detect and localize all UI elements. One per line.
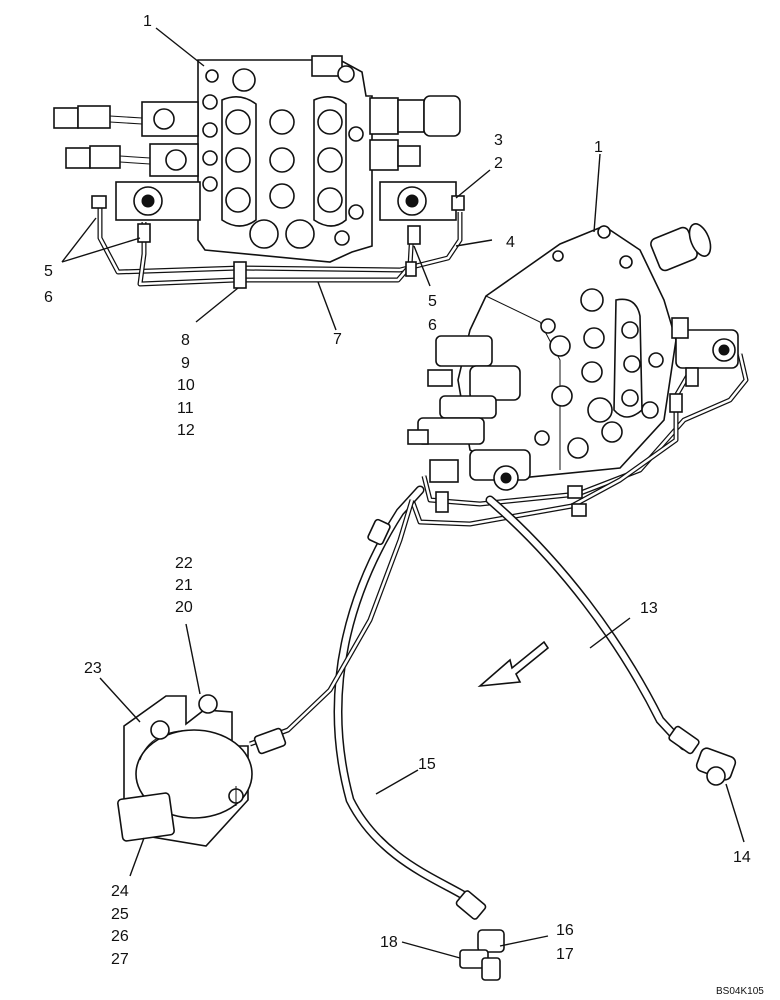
callout-12: 12: [177, 422, 195, 439]
callout-2: 2: [494, 155, 503, 172]
callout-13: 13: [640, 600, 658, 617]
callout-25: 25: [111, 906, 129, 923]
callout-20: 20: [175, 599, 193, 616]
drawing-code: BS04K105: [716, 986, 764, 997]
callout-10: 10: [177, 377, 195, 394]
callout-16: 16: [556, 922, 574, 939]
accumulator-assembly: [117, 694, 253, 847]
callout-14: 14: [733, 849, 751, 866]
callout-7: 7: [333, 331, 342, 348]
hoses: [249, 485, 737, 981]
callout-27: 27: [111, 951, 129, 968]
callout-11: 11: [177, 400, 194, 417]
callout-6-left: 6: [44, 289, 53, 306]
callout-5-left: 5: [44, 263, 53, 280]
callout-5-right: 5: [428, 293, 437, 310]
callout-22: 22: [175, 555, 193, 572]
control-valve-top-view: [53, 55, 465, 289]
callout-26: 26: [111, 928, 129, 945]
callout-labels: 1 1 3 2 4 5 6 5 6 7 8 9 10 11 12 22 21 2…: [44, 13, 764, 997]
callout-1-top: 1: [143, 13, 152, 30]
callout-1-iso: 1: [594, 139, 603, 156]
leader-lines: [61, 27, 745, 959]
callout-15: 15: [418, 756, 436, 773]
callout-18: 18: [380, 934, 398, 951]
callout-4: 4: [506, 234, 515, 251]
callout-6-right: 6: [428, 317, 437, 334]
callout-8: 8: [181, 332, 190, 349]
callout-21: 21: [175, 577, 193, 594]
callout-23: 23: [84, 660, 102, 677]
callout-3: 3: [494, 132, 503, 149]
callout-17: 17: [556, 946, 574, 963]
control-valve-isometric-view: [407, 223, 749, 527]
callout-24: 24: [111, 883, 129, 900]
callout-9: 9: [181, 355, 190, 372]
